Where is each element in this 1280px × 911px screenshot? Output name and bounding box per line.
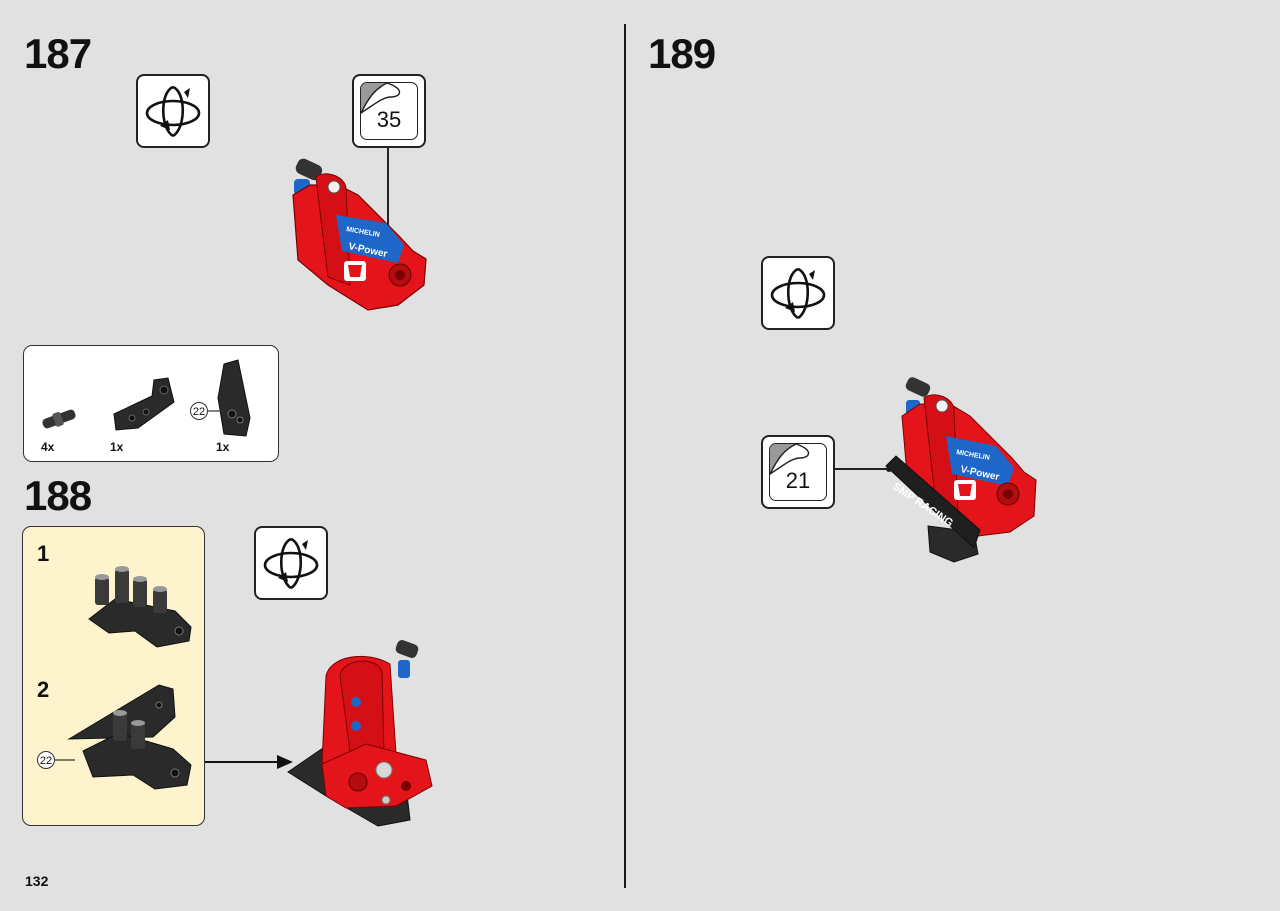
sticker-callout-21: 21 — [761, 435, 835, 509]
part-qty: 4x — [41, 440, 55, 454]
model-step-187: MICHELIN V-Power — [292, 158, 427, 311]
model-step-188 — [287, 640, 433, 827]
sticker-callout-label: 22 — [37, 751, 55, 769]
sticker-number: 35 — [376, 107, 402, 132]
pin-connector-icon — [42, 409, 76, 429]
page-divider — [624, 24, 626, 888]
substep-number-1: 1 — [37, 541, 50, 566]
rotate-model-icon — [254, 526, 328, 600]
rotate-model-icon — [761, 256, 835, 330]
subassembly-panel: 1 2 22 — [22, 526, 205, 826]
substep-number-2: 2 — [37, 677, 50, 702]
callout-line — [208, 410, 224, 412]
step-number-187: 187 — [24, 30, 92, 77]
page-number: 132 — [25, 873, 49, 889]
substep-1-model — [88, 566, 192, 648]
step-number-189: 189 — [648, 30, 716, 77]
callout-line — [55, 759, 75, 761]
assembly-arrow-icon — [205, 755, 293, 769]
model-step-189: MICHELIN V-Power SMP RACING — [885, 377, 1037, 563]
angled-beam-icon — [113, 377, 175, 431]
rotate-model-icon — [136, 74, 210, 148]
sticker-number: 21 — [785, 468, 811, 493]
substep-2-model — [67, 684, 192, 790]
step-number-188: 188 — [24, 472, 92, 519]
part-qty: 1x — [216, 440, 230, 454]
parts-list: 4x 1x 22 1x — [23, 345, 279, 462]
sticker-callout-35: 35 — [352, 74, 426, 148]
part-qty: 1x — [110, 440, 124, 454]
sticker-callout-label: 22 — [190, 402, 208, 420]
sticker-panel-icon — [217, 359, 251, 437]
